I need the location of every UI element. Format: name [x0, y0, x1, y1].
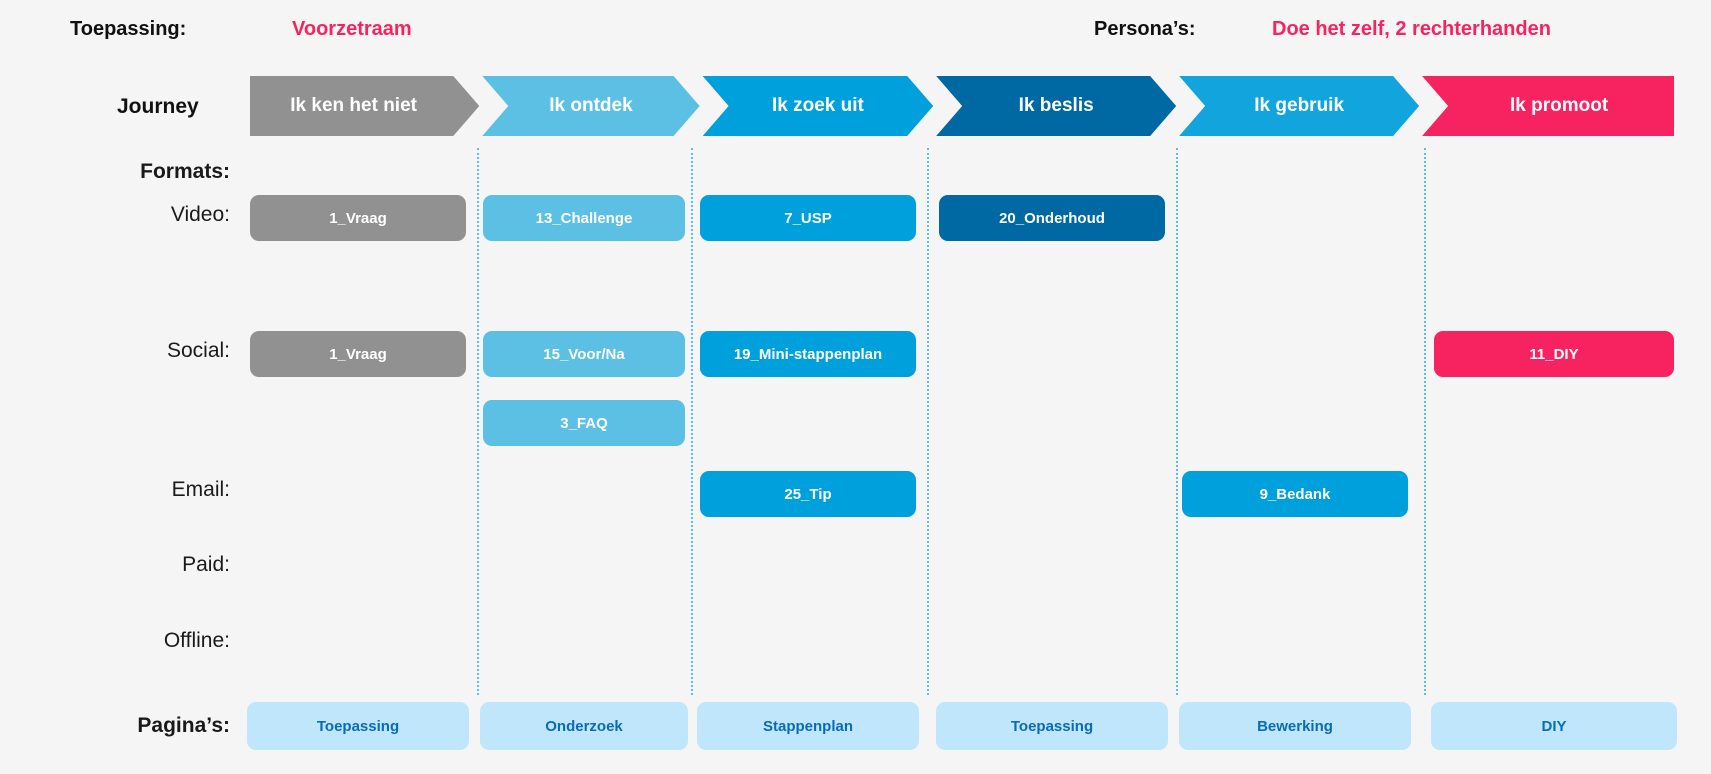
format-tile[interactable]: 1_Vraag	[250, 195, 466, 241]
column-divider-1	[691, 148, 693, 695]
page-tile[interactable]: Toepassing	[936, 702, 1168, 750]
journey-row-label: Journey	[117, 95, 199, 118]
format-tile-label: 7_USP	[784, 209, 832, 227]
page-tile[interactable]: Onderzoek	[480, 702, 688, 750]
journey-stage-3[interactable]: Ik beslis	[936, 76, 1176, 136]
format-tile[interactable]: 25_Tip	[700, 471, 916, 517]
format-tile-label: 3_FAQ	[560, 414, 608, 432]
format-row-label-video: Video:	[170, 203, 230, 226]
journey-stage-5[interactable]: Ik promoot	[1422, 76, 1675, 136]
journey-stage-label: Ik gebruik	[1254, 95, 1345, 116]
page-tile-label: Bewerking	[1257, 717, 1333, 735]
page-tile[interactable]: DIY	[1431, 702, 1677, 750]
column-divider-4	[1424, 148, 1426, 695]
format-tile[interactable]: 19_Mini-stappenplan	[700, 331, 916, 377]
format-tile-label: 20_Onderhoud	[999, 209, 1105, 227]
journey-stage-label: Ik zoek uit	[771, 95, 864, 116]
journey-stage-label: Ik ontdek	[549, 95, 633, 116]
format-tile[interactable]: 9_Bedank	[1182, 471, 1408, 517]
toepassing-label: Toepassing:	[70, 18, 187, 40]
format-tile[interactable]: 20_Onderhoud	[939, 195, 1165, 241]
format-tile-label: 11_DIY	[1529, 345, 1579, 363]
format-tile[interactable]: 13_Challenge	[483, 195, 685, 241]
column-divider-2	[927, 148, 929, 695]
format-tile-label: 25_Tip	[784, 485, 832, 503]
format-row-label-paid: Paid:	[182, 553, 230, 576]
journey-stage-label: Ik promoot	[1509, 95, 1609, 116]
toepassing-value: Voorzetraam	[292, 18, 412, 40]
journey-stage-4[interactable]: Ik gebruik	[1179, 76, 1419, 136]
format-row-label-email: Email:	[171, 478, 230, 501]
format-tile[interactable]: 15_Voor/Na	[483, 331, 685, 377]
journey-stage-2[interactable]: Ik zoek uit	[703, 76, 934, 136]
journey-stage-1[interactable]: Ik ontdek	[482, 76, 699, 136]
journey-stage-band: Ik ken het niet Ik ontdek Ik zoek uit Ik be…	[250, 76, 1675, 136]
format-tile-label: 19_Mini-stappenplan	[733, 345, 883, 363]
journey-stage-0[interactable]: Ik ken het niet	[250, 76, 479, 136]
format-tile[interactable]: 3_FAQ	[483, 400, 685, 446]
page-tile[interactable]: Bewerking	[1179, 702, 1411, 750]
format-row-label-offline: Offline:	[163, 629, 230, 652]
journey-stage-label: Ik ken het niet	[290, 95, 417, 116]
meta-header: Toepassing: Voorzetraam Persona’s: Doe h…	[0, 18, 1711, 54]
page-tile-label: Onderzoek	[545, 717, 623, 735]
page-tile[interactable]: Stappenplan	[697, 702, 919, 750]
format-tile[interactable]: 7_USP	[700, 195, 916, 241]
format-tile[interactable]: 11_DIY	[1434, 331, 1674, 377]
format-tile-label: 15_Voor/Na	[543, 345, 625, 363]
page-tile-label: Stappenplan	[762, 717, 853, 735]
format-tile-label: 13_Challenge	[535, 209, 633, 227]
page-tile-label: Toepassing	[316, 717, 400, 735]
page-tile-label: DIY	[1541, 717, 1567, 735]
formats-header-label: Formats:	[140, 160, 230, 183]
journey-stage-label: Ik beslis	[1018, 95, 1094, 116]
column-divider-3	[1176, 148, 1178, 695]
format-row-label-social: Social:	[166, 339, 230, 362]
format-tile-label: 1_Vraag	[329, 209, 387, 227]
format-tile-label: 1_Vraag	[329, 345, 387, 363]
column-divider-0	[477, 148, 479, 695]
persona-value: Doe het zelf, 2 rechterhanden	[1272, 18, 1551, 40]
pages-row-label: Pagina’s:	[137, 714, 230, 737]
persona-label: Persona’s:	[1094, 18, 1196, 40]
page-tile[interactable]: Toepassing	[247, 702, 469, 750]
format-tile[interactable]: 1_Vraag	[250, 331, 466, 377]
format-tile-label: 9_Bedank	[1259, 485, 1331, 503]
page-tile-label: Toepassing	[1010, 717, 1094, 735]
